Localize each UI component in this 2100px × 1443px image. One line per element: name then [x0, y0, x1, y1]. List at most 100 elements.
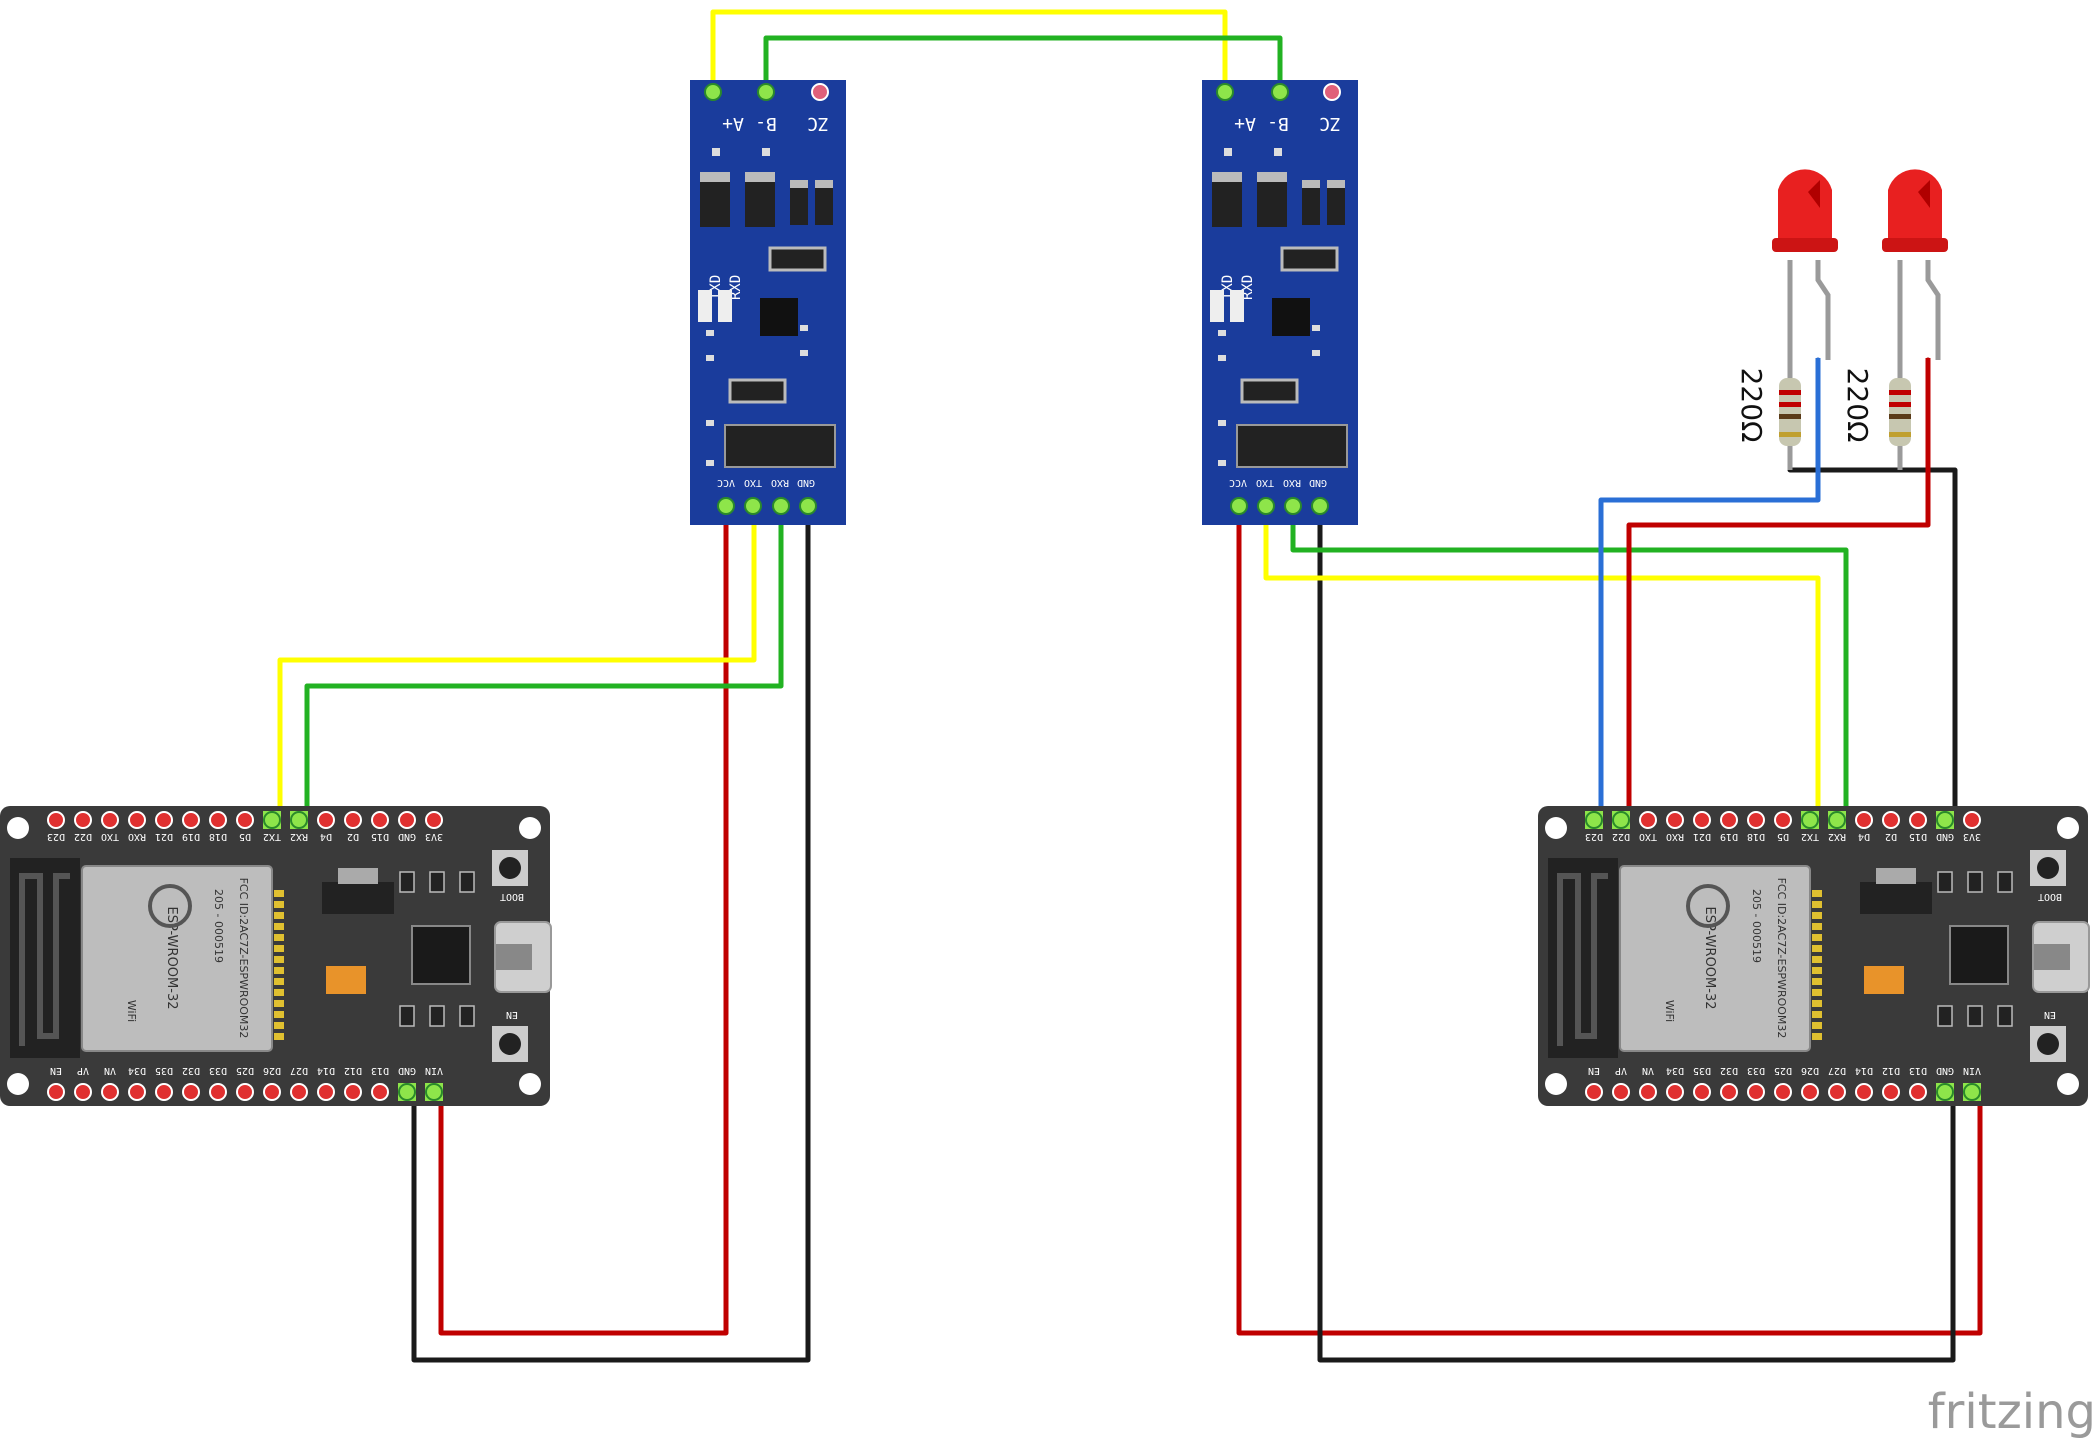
pin-vcc[interactable]	[1230, 497, 1248, 515]
pin-top-rxo[interactable]	[128, 811, 146, 829]
smd-component	[429, 1005, 445, 1027]
castellation-pad	[1812, 934, 1822, 941]
pin-top-txo[interactable]	[1639, 811, 1657, 829]
pin-bottom-d34[interactable]	[128, 1083, 146, 1101]
wire-left-gnd	[411, 505, 811, 1363]
wire-left-txo	[277, 505, 757, 823]
label-top-txo: TXO	[101, 831, 119, 842]
pin-bottom-d25[interactable]	[1774, 1083, 1792, 1101]
pin-top-d2[interactable]	[344, 811, 362, 829]
pin-top-rxo[interactable]	[1666, 811, 1684, 829]
pin-top-d18[interactable]	[1747, 811, 1765, 829]
pin-bottom-d14[interactable]	[1855, 1083, 1873, 1101]
pin-rxo[interactable]	[1284, 497, 1302, 515]
pin-bottom-vin[interactable]	[425, 1083, 443, 1101]
pin-bottom-d13[interactable]	[1909, 1083, 1927, 1101]
pin-a-plus[interactable]	[704, 83, 722, 101]
pin-txo[interactable]	[744, 497, 762, 515]
mounting-hole	[7, 817, 29, 839]
pin-top-rx2[interactable]	[290, 811, 308, 829]
pin-vcc[interactable]	[717, 497, 735, 515]
pin-top-d22[interactable]	[1612, 811, 1630, 829]
label-bottom-d32: D32	[182, 1065, 200, 1076]
castellation-pad	[1812, 978, 1822, 985]
pin-bottom-d33[interactable]	[209, 1083, 227, 1101]
castellation-pad	[274, 901, 284, 908]
label-top-d22: D22	[74, 831, 92, 842]
pin-top-d4[interactable]	[1855, 811, 1873, 829]
pin-zc[interactable]	[811, 83, 829, 101]
pin-bottom-d26[interactable]	[1801, 1083, 1819, 1101]
pin-top-tx2[interactable]	[1801, 811, 1819, 829]
pin-top-d19[interactable]	[182, 811, 200, 829]
pin-b-minus[interactable]	[1271, 83, 1289, 101]
pin-top-txo[interactable]	[101, 811, 119, 829]
wire-right-gnd	[1317, 505, 1956, 1363]
label-txo: TXO	[1256, 477, 1274, 488]
pin-top-d21[interactable]	[155, 811, 173, 829]
pin-rxo[interactable]	[772, 497, 790, 515]
pin-top-gnd[interactable]	[1936, 811, 1954, 829]
pin-bottom-d12[interactable]	[344, 1083, 362, 1101]
pin-top-d5[interactable]	[1774, 811, 1792, 829]
castellation-pad	[1812, 1000, 1822, 1007]
pin-top-d18[interactable]	[209, 811, 227, 829]
pin-bottom-d35[interactable]	[1693, 1083, 1711, 1101]
label-bottom-vin: VIN	[1963, 1065, 1981, 1076]
label-bottom-d33: D33	[209, 1065, 227, 1076]
pin-top-d5[interactable]	[236, 811, 254, 829]
pin-bottom-vp[interactable]	[74, 1083, 92, 1101]
pin-bottom-d33[interactable]	[1747, 1083, 1765, 1101]
pin-top-d21[interactable]	[1693, 811, 1711, 829]
pin-bottom-en[interactable]	[1585, 1083, 1603, 1101]
pin-bottom-d14[interactable]	[317, 1083, 335, 1101]
label-bottom-d14: D14	[317, 1065, 335, 1076]
voltage-regulator	[322, 882, 394, 914]
pin-bottom-d27[interactable]	[290, 1083, 308, 1101]
pin-top-rx2[interactable]	[1828, 811, 1846, 829]
pin-bottom-d25[interactable]	[236, 1083, 254, 1101]
pin-gnd[interactable]	[799, 497, 817, 515]
pin-top-d4[interactable]	[317, 811, 335, 829]
pin-top-tx2[interactable]	[263, 811, 281, 829]
pin-bottom-d27[interactable]	[1828, 1083, 1846, 1101]
pin-top-d15[interactable]	[371, 811, 389, 829]
pin-bottom-d35[interactable]	[155, 1083, 173, 1101]
pin-top-gnd[interactable]	[398, 811, 416, 829]
pin-bottom-d34[interactable]	[1666, 1083, 1684, 1101]
label-top-d5: D5	[239, 831, 251, 842]
pin-bottom-d32[interactable]	[1720, 1083, 1738, 1101]
pin-top-3v3[interactable]	[1963, 811, 1981, 829]
pin-top-d2[interactable]	[1882, 811, 1900, 829]
pin-top-3v3[interactable]	[425, 811, 443, 829]
pin-bottom-d13[interactable]	[371, 1083, 389, 1101]
label-b-minus: B-	[1267, 113, 1289, 134]
pin-bottom-en[interactable]	[47, 1083, 65, 1101]
pin-b-minus[interactable]	[757, 83, 775, 101]
pin-bottom-d26[interactable]	[263, 1083, 281, 1101]
pin-top-d22[interactable]	[74, 811, 92, 829]
castellation-pad	[274, 890, 284, 897]
pin-bottom-gnd[interactable]	[1936, 1083, 1954, 1101]
pin-gnd[interactable]	[1311, 497, 1329, 515]
pin-a-plus[interactable]	[1216, 83, 1234, 101]
pin-top-d15[interactable]	[1909, 811, 1927, 829]
wire-right-rxo	[1290, 505, 1849, 823]
pin-bottom-vn[interactable]	[101, 1083, 119, 1101]
castellation-pad	[274, 912, 284, 919]
pin-bottom-vp[interactable]	[1612, 1083, 1630, 1101]
pin-top-d23[interactable]	[47, 811, 65, 829]
pin-zc[interactable]	[1323, 83, 1341, 101]
pin-top-d23[interactable]	[1585, 811, 1603, 829]
pin-bottom-d32[interactable]	[182, 1083, 200, 1101]
castellation-pad	[1812, 1011, 1822, 1018]
pin-bottom-vn[interactable]	[1639, 1083, 1657, 1101]
pin-txo[interactable]	[1257, 497, 1275, 515]
smd-component	[1997, 1005, 2013, 1027]
label-bottom-vp: VP	[77, 1065, 89, 1076]
pin-bottom-d12[interactable]	[1882, 1083, 1900, 1101]
pin-top-d19[interactable]	[1720, 811, 1738, 829]
label-bottom-d25: D25	[1774, 1065, 1792, 1076]
pin-bottom-vin[interactable]	[1963, 1083, 1981, 1101]
pin-bottom-gnd[interactable]	[398, 1083, 416, 1101]
